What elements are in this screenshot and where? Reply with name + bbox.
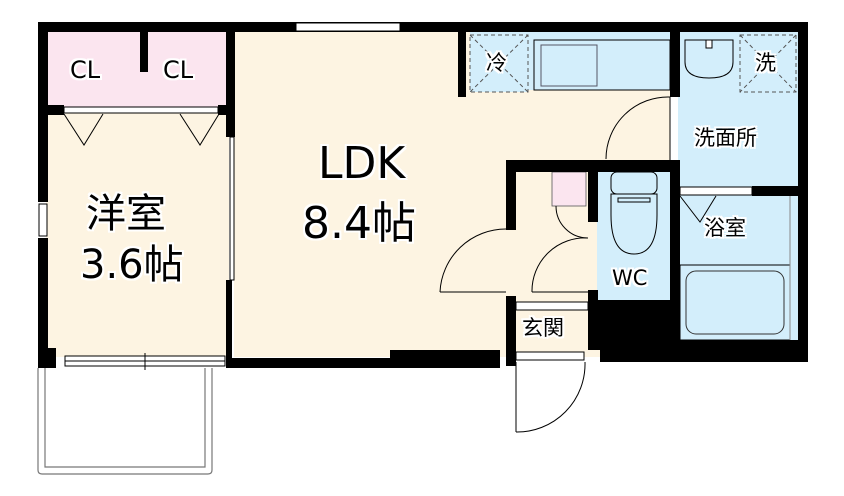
ldk-name: LDK [318,138,406,189]
doors [439,96,671,433]
washroom-label: 洗面所 [694,126,757,150]
kitchen-counter [533,39,671,91]
windows [38,22,753,370]
closet-label-2: CL [163,56,194,84]
walls [38,22,808,368]
western-room-name: 洋室 [86,191,166,237]
bathtub [679,196,791,341]
western-room-size: 3.6帖 [80,242,184,288]
washing-machine-label: 洗 [755,51,776,75]
refrigerator-space [469,34,529,93]
entrance-step [515,301,589,361]
refrigerator-label: 冷 [486,51,507,75]
toilet-fixture [610,171,658,255]
bathroom-floor [678,190,800,350]
closet-label-1: CL [70,56,101,84]
toilet-label: WC [612,266,648,290]
washing-machine-space [739,34,797,93]
closet-floor [46,32,229,112]
closet-door-marks [63,113,717,223]
sink [684,39,734,79]
bathroom-label: 浴室 [704,216,746,240]
shoe-box [551,171,587,207]
ldk-size: 8.4帖 [302,198,416,249]
western-room-floor [46,112,229,357]
entrance-label: 玄関 [522,316,564,340]
balcony [37,368,213,475]
